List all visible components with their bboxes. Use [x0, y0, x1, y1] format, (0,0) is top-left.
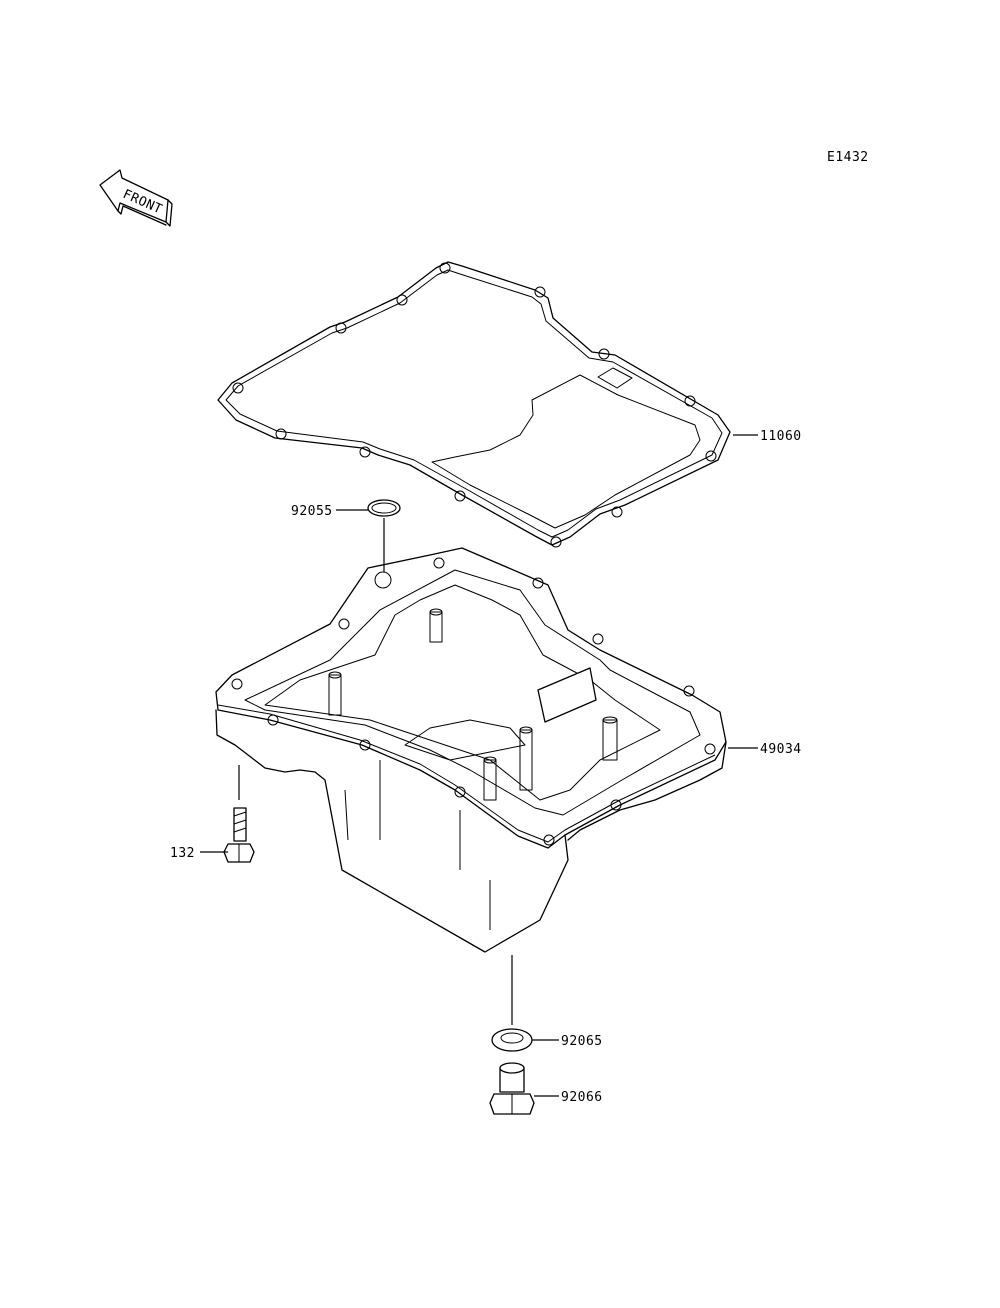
bolt-132 [223, 765, 255, 863]
drain-plug-92066 [489, 1062, 535, 1115]
leader-lines [200, 434, 758, 1097]
part-label-92055: 92055 [291, 504, 333, 519]
part-label-132: 132 [170, 846, 195, 861]
o-ring-92055 [367, 499, 401, 517]
drain-washer-92065 [491, 955, 533, 1052]
part-label-11060: 11060 [760, 429, 802, 444]
oil-pan-49034 [215, 547, 727, 953]
front-arrow-icon: FRONT [99, 169, 173, 227]
gasket-11060 [217, 261, 731, 548]
part-label-92066: 92066 [561, 1090, 603, 1105]
part-label-49034: 49034 [760, 742, 802, 757]
part-label-92065: 92065 [561, 1034, 603, 1049]
diagram-code: E1432 [827, 150, 869, 165]
